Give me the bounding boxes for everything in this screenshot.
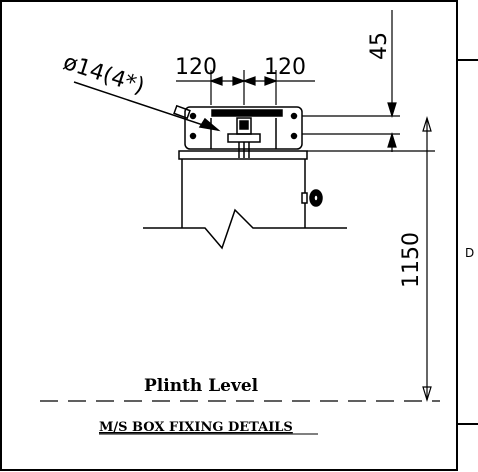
top-gap-label: 45 bbox=[367, 32, 392, 60]
drawing-caption: M/S BOX FIXING DETAILS bbox=[99, 420, 293, 435]
break-line bbox=[143, 208, 347, 250]
side-letter: D bbox=[465, 246, 474, 260]
plinth-level-label: Plinth Level bbox=[144, 376, 259, 396]
center-clamp bbox=[227, 117, 261, 158]
lock-icon bbox=[301, 189, 323, 207]
ms-box-body bbox=[178, 150, 308, 228]
width-dimension bbox=[176, 70, 315, 105]
height-label: 1150 bbox=[399, 232, 424, 288]
hole-leader bbox=[73, 81, 221, 132]
width-right-label: 120 bbox=[264, 55, 306, 80]
height-dimension bbox=[307, 115, 435, 403]
width-left-label: 120 bbox=[175, 55, 217, 80]
top-gap-dimension bbox=[302, 10, 400, 152]
